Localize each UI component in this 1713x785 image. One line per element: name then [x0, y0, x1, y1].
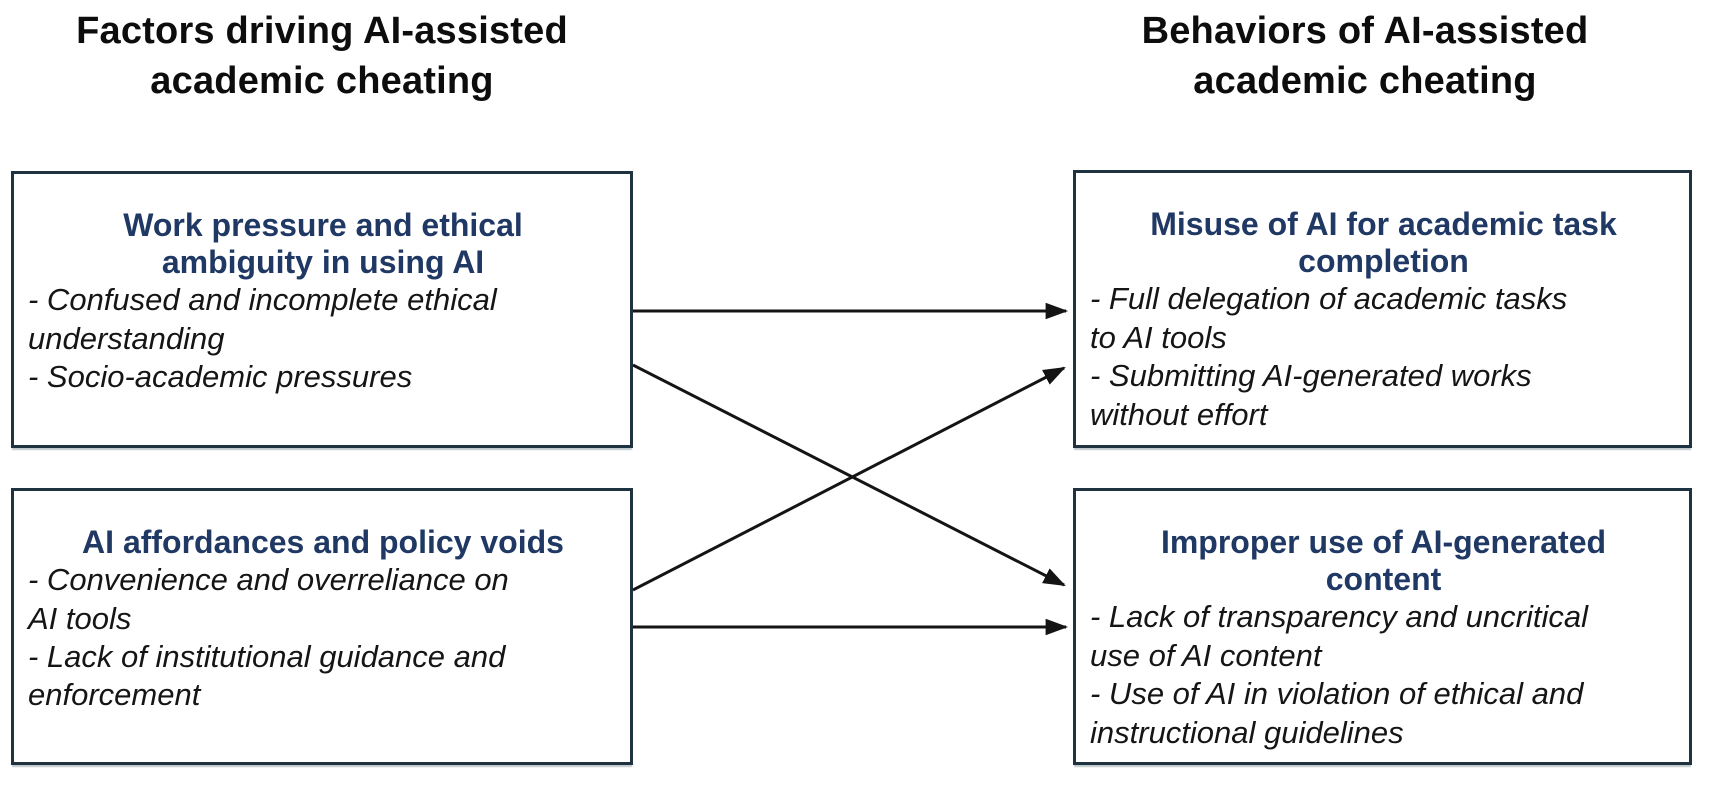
box-misuse-of-ai: Misuse of AI for academic task completio…: [1073, 170, 1692, 448]
box-misuse-of-ai-title: Misuse of AI for academic task completio…: [1150, 206, 1617, 280]
arrow-work-pressure-to-improper: [632, 363, 1066, 587]
box-work-pressure-bullet: - Socio-academic pressures: [28, 359, 413, 395]
box-improper-use-bullet: - Use of AI in violation of ethical and …: [1090, 676, 1584, 750]
box-ai-affordances: AI affordances and policy voids - Conven…: [11, 488, 633, 765]
box-work-pressure: Work pressure and ethical ambiguity in u…: [11, 171, 633, 448]
column-header-behaviors: Behaviors of AI-assisted academic cheati…: [1141, 10, 1589, 103]
column-header-factors: Factors driving AI-assisted academic che…: [76, 10, 568, 103]
box-ai-affordances-bullet: - Convenience and overreliance on AI too…: [28, 562, 509, 636]
box-work-pressure-bullet: - Confused and incomplete ethical unders…: [28, 282, 497, 356]
box-misuse-of-ai-bullet: - Full delegation of academic tasks to A…: [1090, 281, 1568, 355]
box-improper-use: Improper use of AI-generated content - L…: [1073, 488, 1692, 765]
box-ai-affordances-bullet: - Lack of institutional guidance and enf…: [28, 638, 506, 713]
box-improper-use-bullet: - Lack of transparency and uncritical us…: [1090, 599, 1588, 673]
box-misuse-of-ai-bullet: - Submitting AI-generated works without …: [1090, 358, 1532, 432]
arrow-ai-affordances-to-misuse: [632, 366, 1066, 592]
box-work-pressure-title: Work pressure and ethical ambiguity in u…: [123, 207, 523, 281]
box-improper-use-title: Improper use of AI-generated content: [1160, 524, 1607, 598]
box-ai-affordances-title: AI affordances and policy voids: [82, 524, 564, 560]
